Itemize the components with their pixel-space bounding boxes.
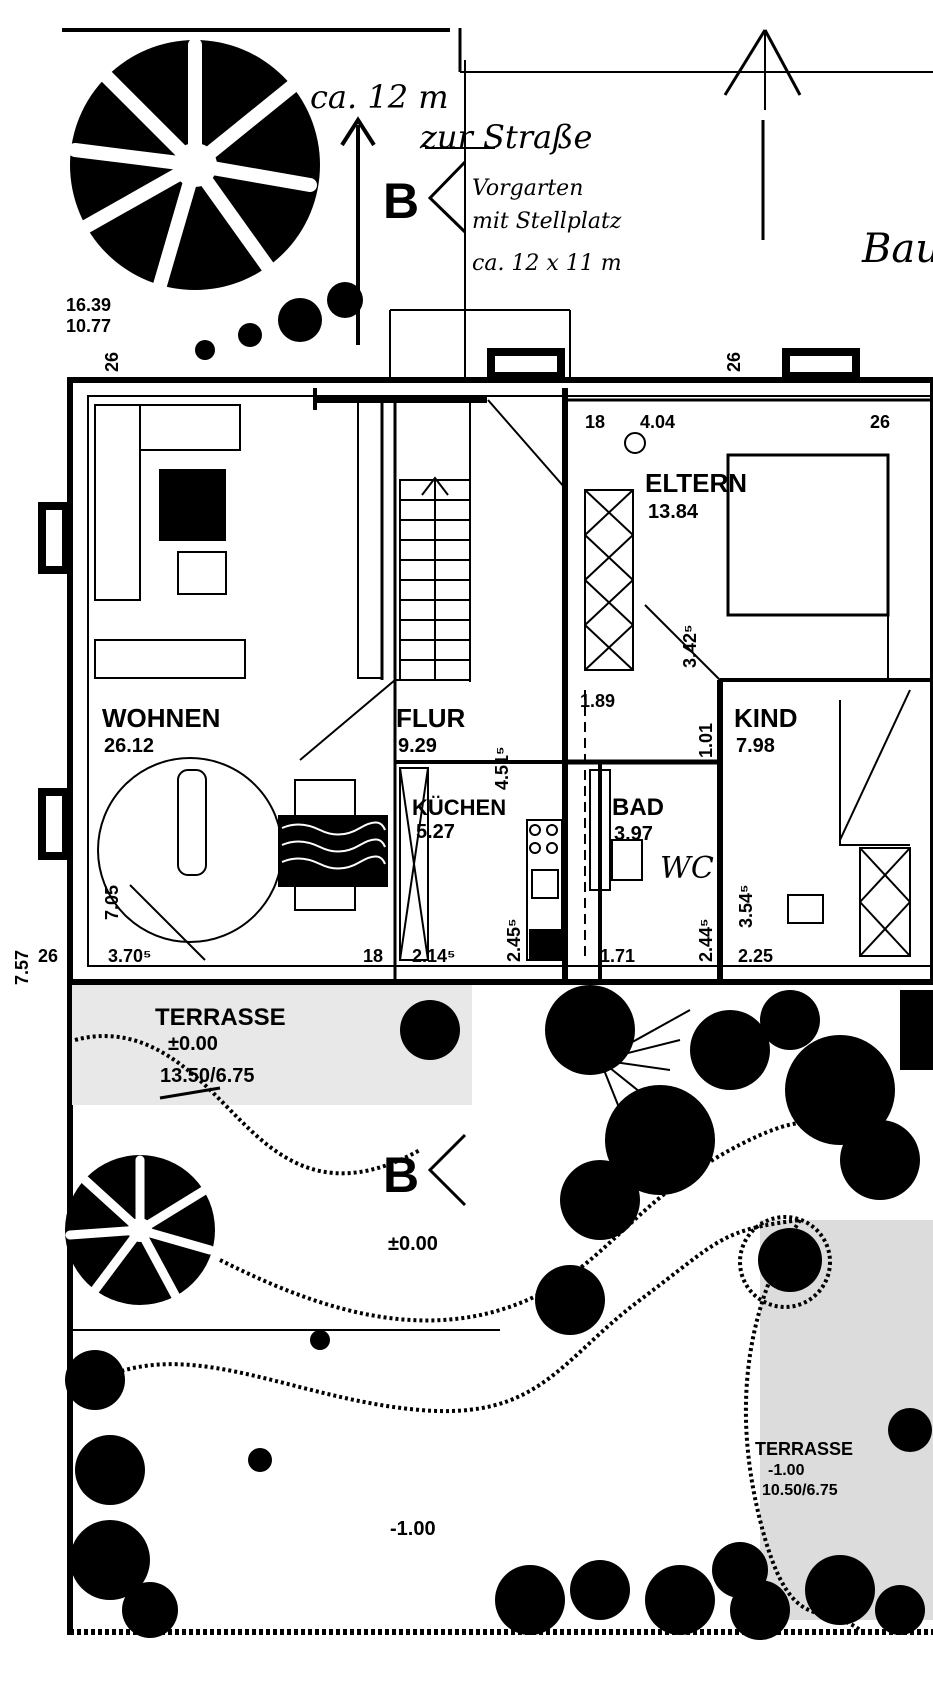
dim-10-77: 10.77 — [66, 316, 111, 336]
dim-3-54: 3.54⁵ — [736, 885, 756, 929]
note-front-yard-1: Vorgarten — [472, 176, 583, 201]
note-bau: Bau — [861, 226, 933, 272]
dim-7-57: 7.57 — [12, 950, 32, 985]
dim-2-14: 2.14⁵ — [412, 946, 456, 966]
front-yard — [62, 28, 933, 380]
wardrobe-kind — [859, 847, 911, 957]
room-flur-name: FLUR — [396, 703, 466, 733]
dim-1-89: 1.89 — [580, 691, 615, 711]
terrace2-level: -1.00 — [768, 1462, 805, 1479]
terrace1-size: 13.50/6.75 — [160, 1065, 255, 1087]
room-kind-name: KIND — [734, 703, 798, 733]
room-kuchen-area: 5.27 — [416, 821, 455, 843]
room-kuchen-name: KÜCHEN — [412, 795, 506, 820]
room-flur-area: 9.29 — [398, 735, 437, 757]
dim-26-a: 26 — [102, 352, 122, 372]
dim-3-42: 3.42⁵ — [680, 625, 700, 669]
note-front-yard-2: mit Stellplatz — [472, 209, 622, 234]
dim-26-c: 26 — [870, 412, 890, 432]
dim-18-b: 18 — [363, 946, 383, 966]
dim-7-05: 7.05 — [102, 885, 122, 920]
kitchen-units — [399, 767, 563, 961]
building-walls — [67, 377, 933, 985]
room-wohnen-name: WOHNEN — [102, 703, 220, 733]
dim-26-d: 26 — [38, 946, 58, 966]
note-to-street: zur Straße — [419, 118, 592, 156]
level-garden-lower: -1.00 — [390, 1518, 436, 1540]
room-eltern-name: ELTERN — [645, 468, 747, 498]
dim-2-25: 2.25 — [738, 946, 773, 966]
svg-text:B: B — [383, 173, 419, 229]
terrace2-size: 10.50/6.75 — [762, 1482, 838, 1499]
room-bad-area: 3.97 — [614, 823, 653, 845]
wardrobe-eltern — [584, 489, 634, 671]
dim-2-44: 2.44⁵ — [696, 919, 716, 963]
level-garden-upper: ±0.00 — [388, 1233, 438, 1255]
dim-2-45: 2.45⁵ — [504, 919, 524, 963]
dim-4-51: 4.51⁵ — [492, 747, 512, 791]
terrace1-level: ±0.00 — [168, 1033, 218, 1055]
section-marker-bottom: B — [383, 1133, 467, 1207]
dim-16-39: 16.39 — [66, 295, 111, 315]
staircase — [399, 476, 471, 681]
room-bad-name: BAD — [612, 794, 664, 821]
tree-top-left — [68, 38, 363, 360]
terrace2-name: TERRASSE — [755, 1439, 853, 1459]
dim-1-71: 1.71 — [600, 946, 635, 966]
garden — [67, 982, 933, 1635]
room-bad-wc: WC — [660, 851, 714, 886]
street-arrow — [340, 116, 376, 345]
dim-18-a: 18 — [585, 412, 605, 432]
terrace1-name: TERRASSE — [155, 1004, 286, 1031]
dim-4-04: 4.04 — [640, 412, 675, 432]
svg-text:B: B — [383, 1147, 419, 1203]
note-front-yard-3: ca. 12 x 11 m — [472, 251, 622, 276]
section-marker-top: B — [383, 160, 467, 234]
room-wohnen-area: 26.12 — [104, 735, 154, 757]
room-kind-area: 7.98 — [736, 735, 775, 757]
dim-3-70: 3.70⁵ — [108, 946, 152, 966]
dim-1-01: 1.01 — [696, 723, 716, 758]
note-north-distance: ca. 12 m — [310, 78, 449, 116]
room-eltern-area: 13.84 — [648, 501, 699, 523]
dim-26-b: 26 — [724, 352, 744, 372]
living-furniture — [94, 404, 283, 961]
